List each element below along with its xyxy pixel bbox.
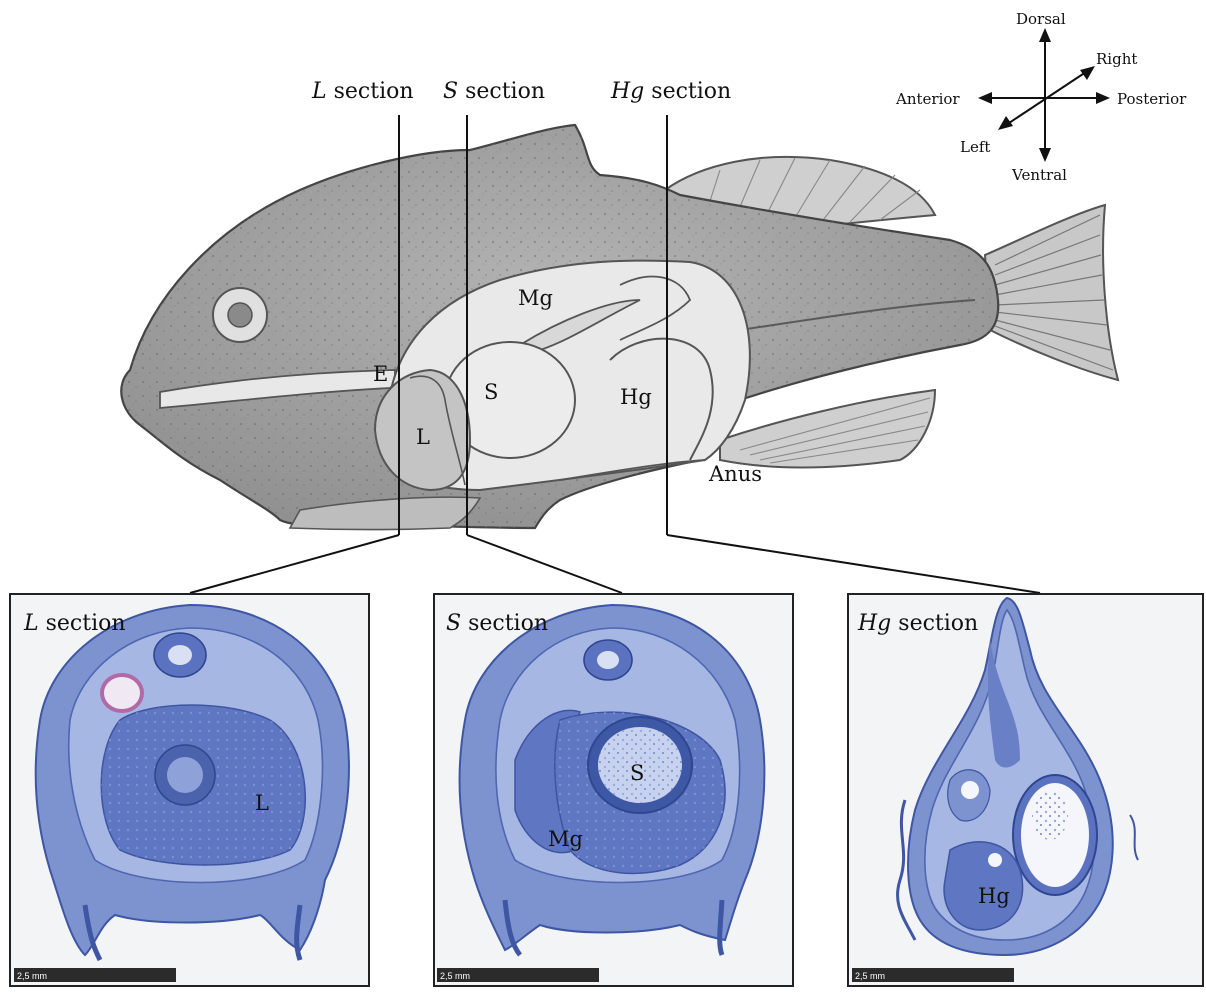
panel-l-section: L section L 2,5 mm [10, 594, 369, 986]
compass-anterior: Anterior [895, 90, 960, 108]
tail-fin [985, 205, 1118, 380]
panel-s-organ-mg: Mg [548, 827, 583, 851]
fish-label-l: L [416, 425, 430, 449]
compass-dorsal: Dorsal [1016, 10, 1066, 28]
panel-hg-title: Hg section [857, 611, 978, 636]
compass-ventral: Ventral [1011, 166, 1067, 184]
anal-fin [720, 390, 935, 468]
panel-s-scale-text: 2,5 mm [440, 971, 470, 981]
fish-label-anus: Anus [708, 462, 762, 486]
fish-drawing [121, 125, 1118, 530]
l-section-header: L section [311, 79, 414, 104]
panel-hg-section: Hg section Hg 2,5 mm [848, 594, 1203, 986]
fish-label-mg: Mg [518, 286, 553, 310]
s-connector [467, 535, 622, 593]
s-section-header: S section [443, 79, 545, 104]
panel-s-section: S section S Mg 2,5 mm [434, 594, 793, 986]
hg-section-header: Hg section [610, 79, 731, 104]
compass-left: Left [960, 138, 990, 156]
panel-s-title: S section [446, 611, 548, 636]
panel-l-organ-l: L [255, 791, 269, 815]
eye-inner [228, 303, 252, 327]
fish-label-e: E [373, 362, 388, 386]
l-connector [190, 535, 399, 593]
fish-label-s: S [484, 380, 498, 404]
panel-l-title: L section [23, 611, 126, 636]
panel-hg-scale-text: 2,5 mm [855, 971, 885, 981]
panel-s-organ-s: S [630, 761, 644, 785]
hg-connector [667, 535, 1040, 593]
compass-posterior: Posterior [1117, 90, 1187, 108]
panel-l-scale-text: 2,5 mm [17, 971, 47, 981]
panel-hg-organ-hg: Hg [978, 884, 1010, 908]
fish-label-hg: Hg [620, 385, 652, 409]
compass-right: Right [1096, 50, 1137, 68]
orientation-compass [978, 28, 1110, 162]
l-pink-vessel [102, 675, 142, 711]
